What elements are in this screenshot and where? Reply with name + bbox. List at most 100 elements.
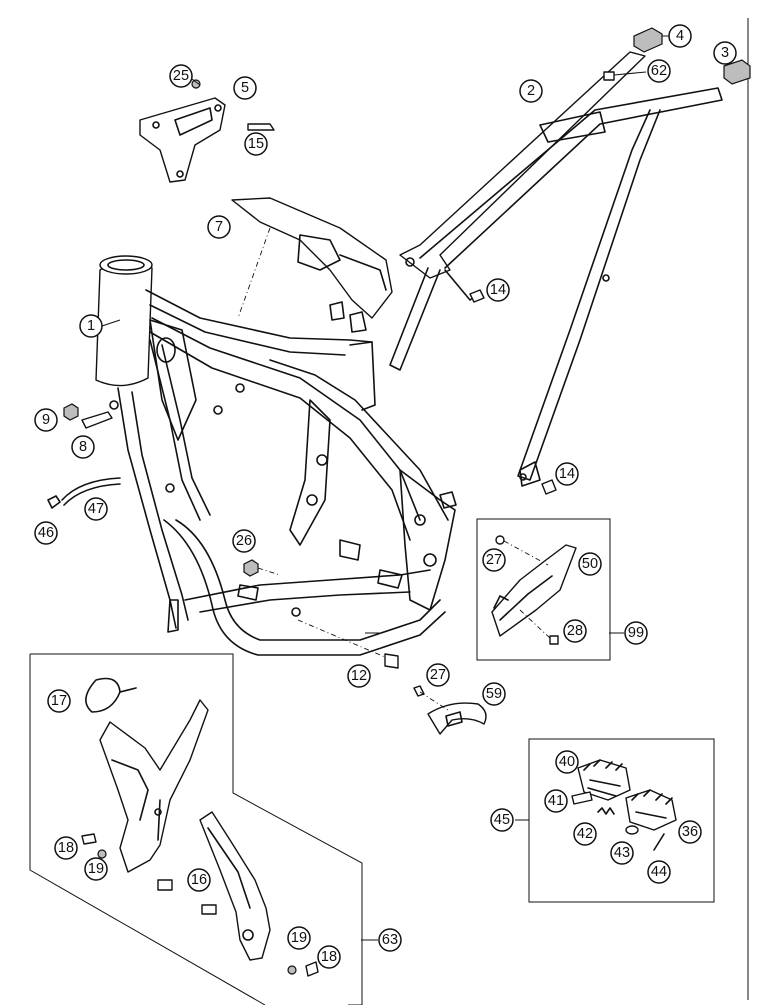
callout-2: 2 (519, 79, 543, 103)
callout-19-lower: 19 (287, 926, 311, 950)
chain-guide-group-box (476, 518, 611, 661)
svg-text:43: 43 (614, 845, 630, 861)
washer-43 (625, 825, 639, 835)
callout-45: 45 (490, 808, 514, 832)
bolt-27-chain (495, 535, 549, 566)
svg-text:4: 4 (676, 28, 684, 44)
callout-27-slider: 27 (426, 663, 450, 687)
footpeg-40 (577, 759, 631, 801)
callout-3: 3 (713, 41, 737, 65)
callout-19-upper: 19 (84, 857, 108, 881)
frame-end-cap-4 (633, 27, 669, 53)
nut-26 (243, 559, 281, 577)
callout-7: 7 (207, 215, 231, 239)
svg-text:63: 63 (382, 932, 398, 948)
svg-text:41: 41 (548, 793, 564, 809)
svg-text:9: 9 (42, 412, 50, 428)
callout-41: 41 (544, 789, 568, 813)
callout-4: 4 (668, 24, 692, 48)
callout-9: 9 (34, 408, 58, 432)
footpeg-36 (625, 789, 677, 831)
svg-text:7: 7 (215, 219, 223, 235)
bolt-14-lower (541, 479, 557, 495)
svg-text:19: 19 (291, 930, 307, 946)
bolt-8 (81, 411, 113, 429)
washer-19-upper (97, 849, 107, 859)
washer-19-lower (287, 965, 297, 975)
engine-bracket-5 (139, 79, 275, 183)
clip-46 (47, 495, 61, 509)
callout-14-lower: 14 (555, 462, 579, 486)
spring-42 (597, 807, 615, 815)
svg-text:2: 2 (527, 83, 535, 99)
bolt-18-upper (81, 833, 97, 845)
main-frame (95, 255, 457, 656)
svg-text:99: 99 (628, 625, 644, 641)
svg-text:14: 14 (490, 282, 506, 298)
bolt-27-slider (413, 685, 449, 711)
svg-text:26: 26 (236, 533, 252, 549)
bracket-7 (231, 197, 393, 319)
cable-tie-17 (85, 677, 137, 713)
svg-text:17: 17 (51, 693, 67, 709)
svg-text:47: 47 (88, 501, 104, 517)
callout-63: 63 (378, 928, 402, 952)
svg-text:27: 27 (430, 667, 446, 683)
chain-slider-59 (427, 702, 487, 735)
frame-protector-right-16 (199, 811, 271, 961)
svg-text:19: 19 (88, 861, 104, 877)
svg-text:16: 16 (191, 872, 207, 888)
callout-59: 59 (482, 682, 506, 706)
callout-40: 40 (555, 750, 579, 774)
svg-text:46: 46 (38, 525, 54, 541)
svg-text:45: 45 (494, 812, 510, 828)
callout-27-chain: 27 (482, 548, 506, 572)
bolt-12 (297, 619, 399, 669)
svg-text:59: 59 (486, 686, 502, 702)
callout-25: 25 (169, 64, 193, 88)
svg-text:12: 12 (351, 668, 367, 684)
callout-62: 62 (647, 59, 671, 83)
svg-text:5: 5 (241, 80, 249, 96)
callout-47: 47 (84, 497, 108, 521)
callout-36: 36 (678, 820, 702, 844)
callout-18-lower: 18 (317, 945, 341, 969)
svg-text:14: 14 (559, 466, 575, 482)
callout-15: 15 (244, 132, 268, 156)
callout-5: 5 (233, 76, 257, 100)
callout-43: 43 (610, 841, 634, 865)
callout-17: 17 (47, 689, 71, 713)
bolt-18-lower (305, 961, 319, 977)
frame-end-cap-3 (723, 59, 751, 85)
svg-text:40: 40 (559, 754, 575, 770)
svg-text:3: 3 (721, 45, 729, 61)
chain-guide-50 (491, 544, 577, 637)
bolt-14-upper (469, 289, 485, 303)
svg-text:25: 25 (173, 68, 189, 84)
spacer-16 (157, 879, 217, 915)
rear-subframe (389, 51, 723, 487)
svg-text:42: 42 (577, 826, 593, 842)
svg-text:28: 28 (567, 623, 583, 639)
bolt-28 (519, 609, 559, 645)
callout-16: 16 (187, 868, 211, 892)
frame-protector-group-box (29, 653, 363, 1005)
hose-47 (61, 477, 121, 506)
svg-text:8: 8 (79, 439, 87, 455)
svg-text:18: 18 (321, 949, 337, 965)
pin-41 (571, 791, 593, 805)
callout-8: 8 (71, 435, 95, 459)
callout-28: 28 (563, 619, 587, 643)
callout-44: 44 (647, 860, 671, 884)
frame-protector-left (99, 699, 209, 873)
callout-18-upper: 18 (54, 836, 78, 860)
callout-14-upper: 14 (486, 278, 510, 302)
svg-text:18: 18 (58, 840, 74, 856)
nut-9 (63, 403, 79, 421)
cotter-pin-44 (653, 833, 665, 851)
callout-50: 50 (578, 552, 602, 576)
svg-text:36: 36 (682, 824, 698, 840)
callout-12: 12 (347, 664, 371, 688)
bolt-62 (603, 71, 647, 81)
